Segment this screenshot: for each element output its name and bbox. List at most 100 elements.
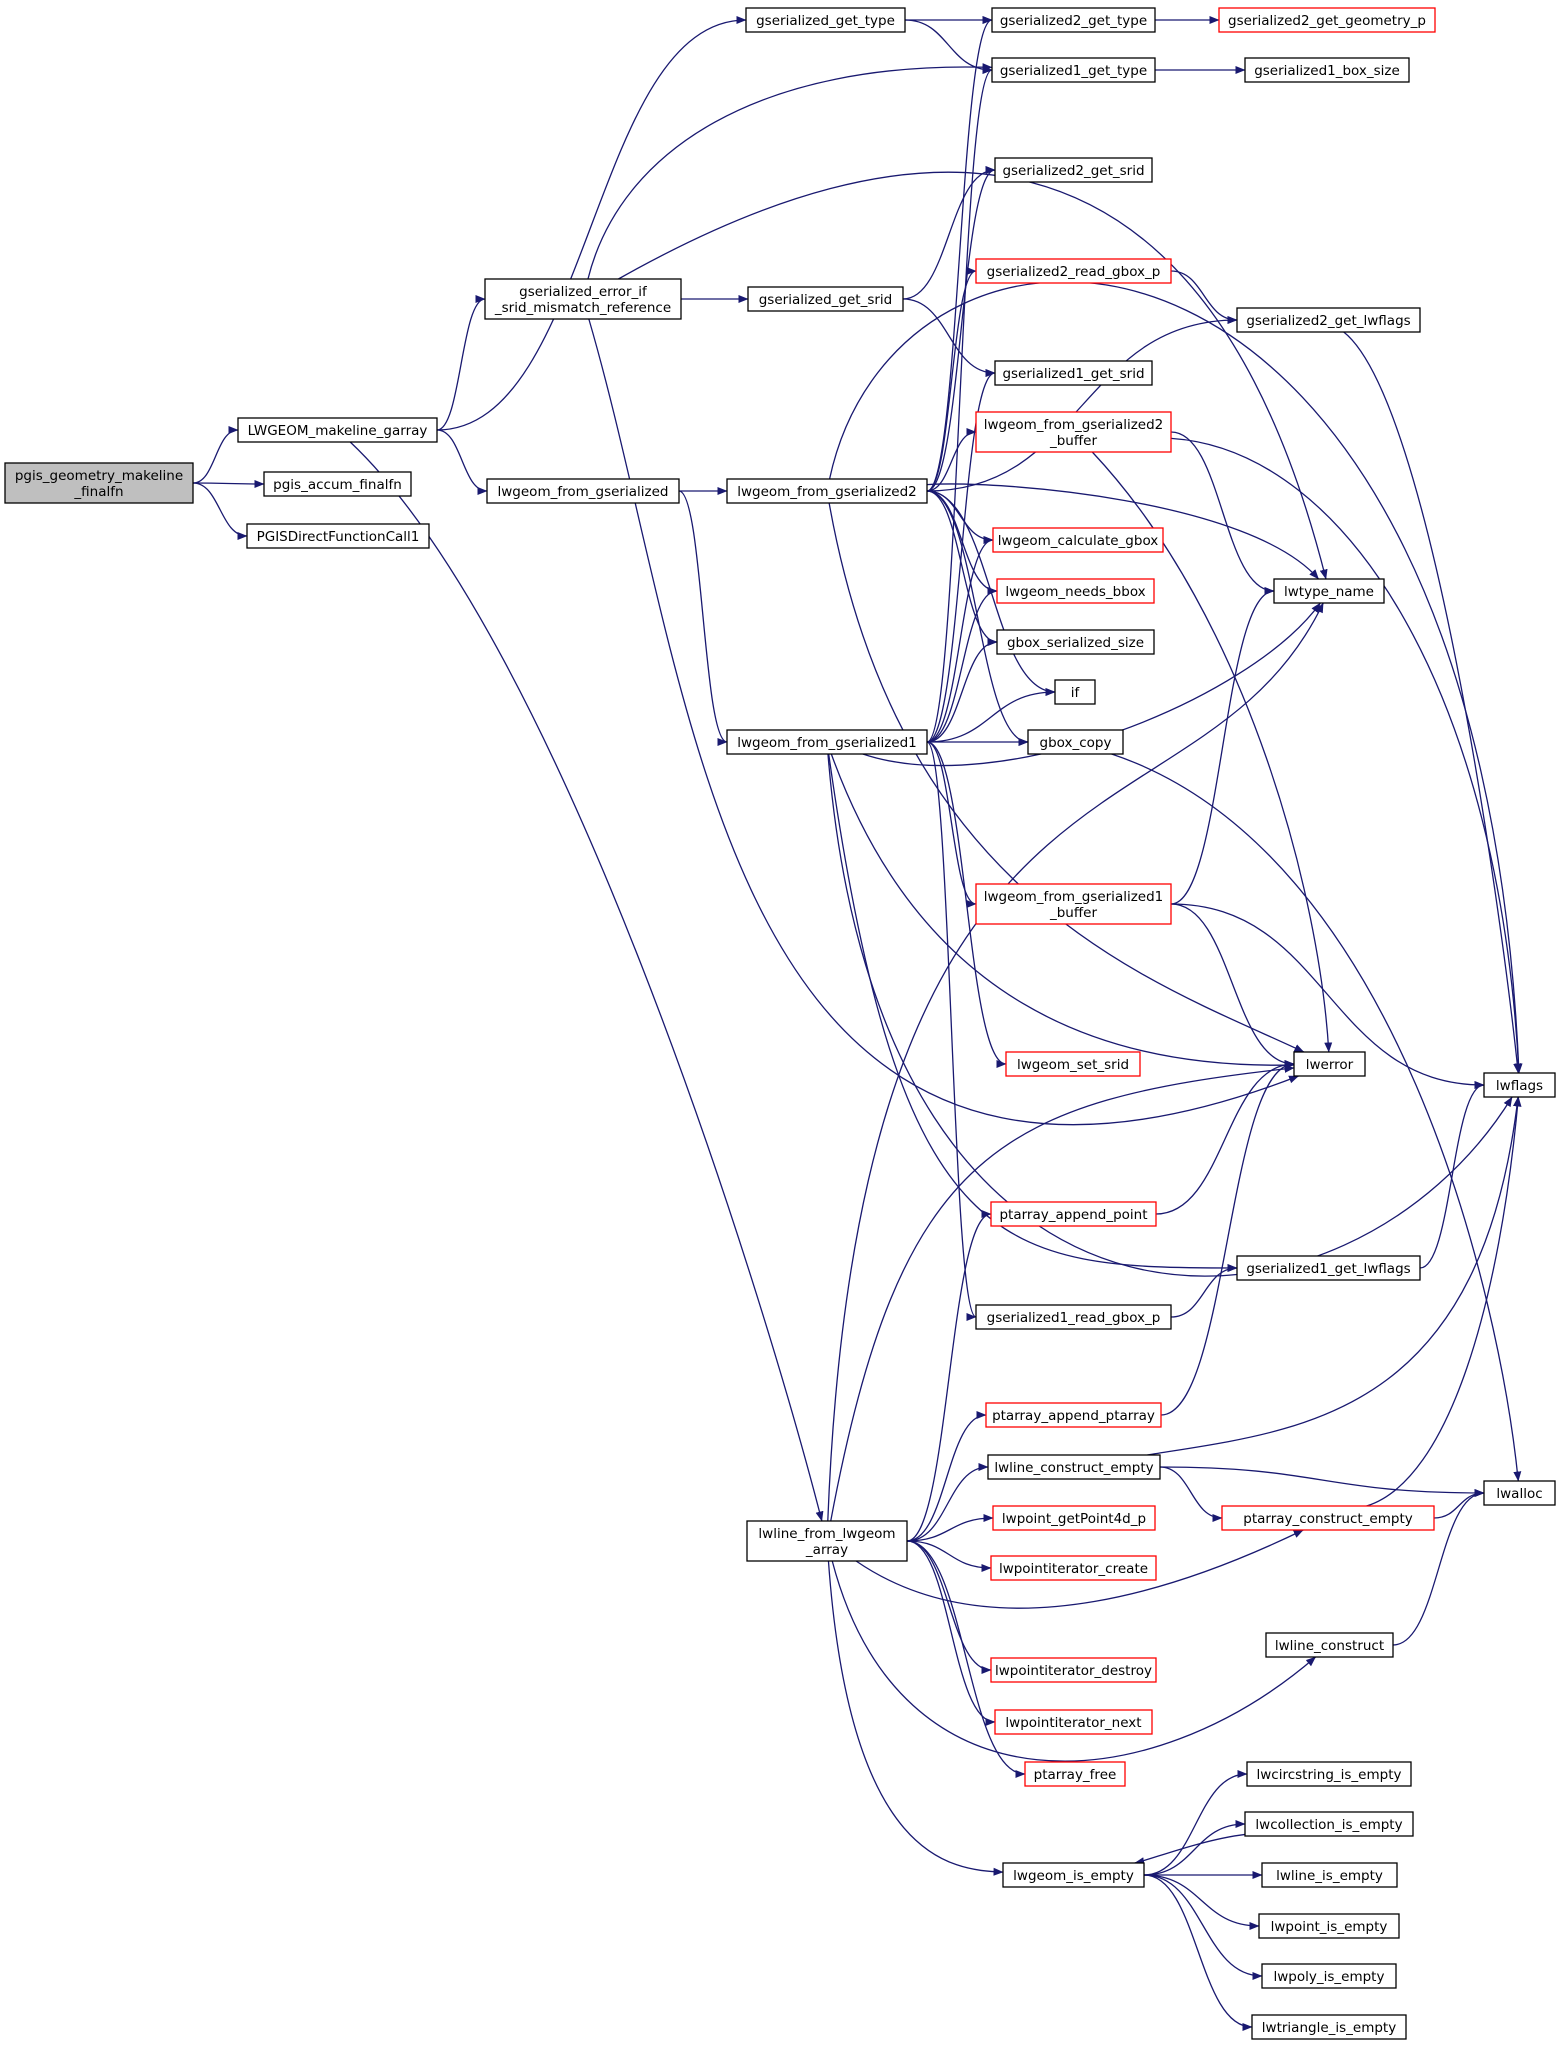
- node-label: lwerror: [1306, 1057, 1354, 1073]
- node-label: lwflags: [1496, 1078, 1543, 1094]
- node-lwgeom-is-empty[interactable]: lwgeom_is_empty: [1002, 1862, 1145, 1888]
- node-lwline-from-lwgeom-array[interactable]: lwline_from_lwgeom_array: [746, 1520, 908, 1562]
- node-root[interactable]: pgis_geometry_makeline_finalfn: [4, 462, 194, 504]
- edge-lwgeom_is_empty-to-lwtriangle_is_empty: [1143, 1874, 1253, 2031]
- node-box: [246, 523, 430, 549]
- node-lwcircstring-is-empty[interactable]: lwcircstring_is_empty: [1246, 1761, 1412, 1787]
- node-label: lwline_from_lwgeom: [758, 1526, 895, 1542]
- node-lwline-is-empty[interactable]: lwline_is_empty: [1261, 1862, 1398, 1888]
- node-lwline-construct-empty[interactable]: lwline_construct_empty: [987, 1454, 1161, 1480]
- node-gserialized1-get-type[interactable]: gserialized1_get_type: [991, 57, 1156, 83]
- node-lwpointiterator-create[interactable]: lwpointiterator_create: [990, 1555, 1157, 1581]
- node-lwline-construct[interactable]: lwline_construct: [1265, 1632, 1394, 1658]
- edge-gserialized_get_type-to-gserialized1_get_type: [904, 19, 993, 74]
- node-box: [1273, 578, 1385, 604]
- node-lwgeom-makeline-garray[interactable]: LWGEOM_makeline_garray: [237, 417, 438, 443]
- node-label: gserialized2_get_type: [1000, 13, 1147, 29]
- node-lwgeom-from-gserialized2-buffer[interactable]: lwgeom_from_gserialized2_buffer: [975, 411, 1172, 453]
- node-lwflags[interactable]: lwflags: [1483, 1072, 1556, 1098]
- node-label: gserialized1_get_type: [1000, 63, 1147, 79]
- node-box: [996, 629, 1155, 655]
- node-gserialized2-get-srid[interactable]: gserialized2_get_srid: [994, 157, 1153, 183]
- edge-lwgeom_from_gserialized2-to-gserialized2_get_srid: [926, 166, 996, 492]
- node-gserialized2-get-lwflags[interactable]: gserialized2_get_lwflags: [1236, 307, 1421, 333]
- node-lwpoint-getpoint4d-p[interactable]: lwpoint_getPoint4d_p: [992, 1505, 1156, 1531]
- edge-lwgeom_from_gserialized1-to-gserialized1_get_srid: [926, 369, 996, 743]
- node-label: gserialized1_get_srid: [1002, 366, 1144, 382]
- edge-lwline_from_lwgeom_array-to-lwpointiterator_create: [906, 1540, 992, 1572]
- edge-lwgeom_makeline_garray-to-lwline_from_lwgeom_array: [349, 441, 824, 1522]
- node-lwpointiterator-next[interactable]: lwpointiterator_next: [994, 1709, 1153, 1735]
- node-lwcollection-is-empty[interactable]: lwcollection_is_empty: [1244, 1811, 1414, 1837]
- node-lwpoint-is-empty[interactable]: lwpoint_is_empty: [1258, 1913, 1400, 1939]
- node-box: [1027, 729, 1124, 755]
- node-lwpointiterator-destroy[interactable]: lwpointiterator_destroy: [990, 1657, 1157, 1683]
- node-box: [985, 1402, 1162, 1428]
- node-gserialized-error-if-srid-mismatch-reference[interactable]: gserialized_error_if_srid_mismatch_refer…: [484, 278, 682, 320]
- edge-lwgeom_is_empty-to-lwpoint_is_empty: [1143, 1874, 1260, 1930]
- node-lwgeom-from-gserialized1[interactable]: lwgeom_from_gserialized1: [726, 729, 928, 755]
- node-box: [237, 417, 438, 443]
- node-gserialized2-read-gbox-p[interactable]: gserialized2_read_gbox_p: [975, 258, 1172, 284]
- node-gserialized2-get-type[interactable]: gserialized2_get_type: [991, 7, 1156, 33]
- node-lwgeom-calculate-gbox[interactable]: lwgeom_calculate_gbox: [992, 527, 1164, 553]
- node-gserialized2-get-geometry-p[interactable]: gserialized2_get_geometry_p: [1218, 7, 1436, 33]
- node-label: if: [1071, 685, 1081, 701]
- edge-lwline_from_lwgeom_array-to-lwline_construct: [831, 1560, 1317, 1762]
- edge-lwgeom_from_gserialized1-to-if_node: [926, 688, 1056, 743]
- node-gserialized1-read-gbox-p[interactable]: gserialized1_read_gbox_p: [975, 1304, 1172, 1330]
- node-label: lwpointiterator_create: [999, 1561, 1148, 1577]
- edge-lwline_from_lwgeom_array-to-ptarray_append_ptarray: [906, 1411, 987, 1542]
- node-ptarray-append-point[interactable]: ptarray_append_point: [990, 1201, 1157, 1227]
- node-lwtriangle-is-empty[interactable]: lwtriangle_is_empty: [1251, 2014, 1407, 2040]
- edge-lwgeom_from_gserialized1-to-gserialized1_get_lwflags: [828, 753, 1238, 1272]
- node-label: gbox_serialized_size: [1007, 635, 1144, 651]
- node-lwgeom-set-srid[interactable]: lwgeom_set_srid: [1005, 1051, 1141, 1077]
- node-gserialized1-get-srid[interactable]: gserialized1_get_srid: [994, 360, 1153, 386]
- edge-lwgeom_from_gserialized2-to-gserialized2_get_lwflags: [926, 316, 1238, 492]
- node-lwgeom-from-gserialized1-buffer[interactable]: lwgeom_from_gserialized1_buffer: [975, 883, 1172, 925]
- node-label: gserialized_error_if: [519, 284, 648, 300]
- node-if-node[interactable]: if: [1054, 679, 1096, 705]
- node-lwgeom-from-gserialized[interactable]: lwgeom_from_gserialized: [486, 478, 680, 504]
- edge-lwline_construct-to-lwalloc: [1392, 1489, 1485, 1646]
- node-gserialized1-box-size[interactable]: gserialized1_box_size: [1244, 57, 1410, 83]
- node-box: [726, 729, 928, 755]
- node-gbox-serialized-size[interactable]: gbox_serialized_size: [996, 629, 1155, 655]
- node-label: lwline_construct_empty: [994, 1460, 1153, 1476]
- node-lwgeom-needs-bbox[interactable]: lwgeom_needs_bbox: [996, 578, 1155, 604]
- node-ptarray-free[interactable]: ptarray_free: [1024, 1761, 1126, 1787]
- node-lwalloc[interactable]: lwalloc: [1483, 1480, 1556, 1506]
- node-lwgeom-from-gserialized2[interactable]: lwgeom_from_gserialized2: [726, 478, 928, 504]
- node-label: pgis_accum_finalfn: [273, 477, 402, 493]
- edge-lwgeom_from_gserialized1-to-lwgeom_from_gserialized1_buffer: [926, 741, 977, 908]
- node-label: gserialized1_get_lwflags: [1246, 1261, 1410, 1277]
- edge-lwgeom_from_gserialized2-to-lwtype_name: [926, 483, 1320, 580]
- node-pgis-direct-function-call1[interactable]: PGISDirectFunctionCall1: [246, 523, 430, 549]
- node-box: [1261, 1862, 1398, 1888]
- node-box: [1002, 1862, 1145, 1888]
- node-gserialized1-get-lwflags[interactable]: gserialized1_get_lwflags: [1236, 1255, 1421, 1281]
- node-box: [1483, 1072, 1556, 1098]
- edge-lwline_from_lwgeom_array-to-ptarray_construct_empty: [855, 1529, 1304, 1609]
- function-nodes: pgis_geometry_makeline_finalfn LWGEOM_mak…: [4, 7, 1556, 2040]
- edge-root-to-pgis_accum_finalfn: [192, 479, 265, 488]
- node-label: gserialized1_box_size: [1254, 63, 1400, 79]
- node-lwtype-name[interactable]: lwtype_name: [1273, 578, 1385, 604]
- node-gbox-copy[interactable]: gbox_copy: [1027, 729, 1124, 755]
- edge-ptarray_append_point-to-lwerror: [1155, 1060, 1295, 1215]
- node-pgis-accum-finalfn[interactable]: pgis_accum_finalfn: [263, 471, 412, 497]
- edge-lwline_construct_empty-to-lwalloc: [1159, 1466, 1485, 1497]
- node-gserialized-get-srid[interactable]: gserialized_get_srid: [747, 286, 904, 312]
- node-box: [996, 578, 1155, 604]
- node-ptarray-append-ptarray[interactable]: ptarray_append_ptarray: [985, 1402, 1162, 1428]
- edge-lwgeom_from_gserialized1-to-lwgeom_set_srid: [926, 741, 1007, 1068]
- node-gserialized-get-type[interactable]: gserialized_get_type: [745, 7, 906, 33]
- node-box: [1261, 1963, 1397, 1989]
- node-label: lwgeom_from_gserialized1: [737, 735, 917, 751]
- node-lwerror[interactable]: lwerror: [1293, 1051, 1366, 1077]
- node-lwpoly-is-empty[interactable]: lwpoly_is_empty: [1261, 1963, 1397, 1989]
- node-ptarray-construct-empty[interactable]: ptarray_construct_empty: [1221, 1505, 1435, 1531]
- node-box: [747, 286, 904, 312]
